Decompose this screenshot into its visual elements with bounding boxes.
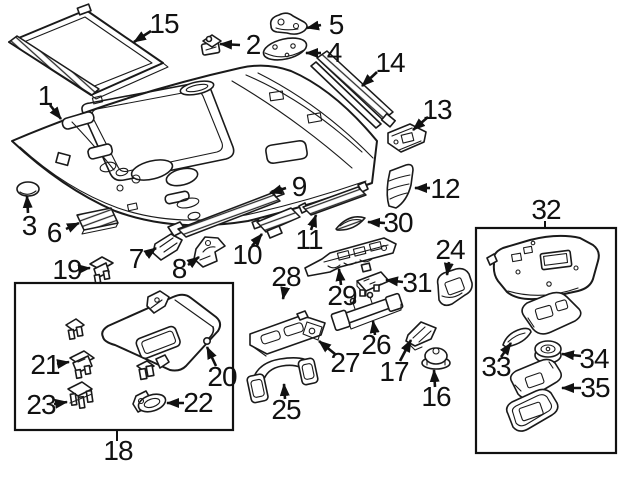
callout-35[interactable]: 35 (580, 372, 610, 403)
part-bracket-13 (387, 123, 427, 153)
callout-24[interactable]: 24 (435, 234, 465, 265)
part-strip-30 (335, 216, 366, 231)
part-rail-11 (298, 181, 369, 216)
callout-5[interactable]: 5 (328, 9, 345, 40)
part-bracket-24 (436, 267, 473, 307)
part-knob-34 (534, 340, 562, 364)
callout-28[interactable]: 28 (271, 261, 301, 292)
part-clip-22 (132, 390, 167, 413)
callout-25[interactable]: 25 (271, 394, 301, 425)
part-clip-19 (89, 256, 114, 285)
part-block-31 (356, 271, 390, 297)
callout-29[interactable]: 29 (327, 280, 357, 311)
part-clip-23 (67, 381, 94, 410)
callout-2[interactable]: 2 (245, 29, 262, 60)
part-headliner (11, 64, 378, 227)
callout-6[interactable]: 6 (46, 217, 63, 248)
callout-22[interactable]: 22 (183, 387, 213, 418)
callout-16[interactable]: 16 (421, 381, 451, 412)
callout-17[interactable]: 17 (379, 356, 409, 387)
callout-14[interactable]: 14 (375, 47, 405, 78)
callout-7[interactable]: 7 (128, 243, 145, 274)
part-bracket-5 (269, 12, 308, 35)
callout-3[interactable]: 3 (21, 210, 38, 241)
part-clip-8 (193, 236, 226, 268)
callout-31[interactable]: 31 (402, 267, 432, 298)
part-sun-visor (101, 290, 222, 372)
part-grab-handle-25 (246, 357, 319, 404)
part-clip-17 (405, 321, 437, 351)
part-plate-6 (76, 207, 119, 235)
callout-8[interactable]: 8 (171, 253, 188, 284)
part-visor-clip-b (136, 360, 155, 381)
part-plate-27 (249, 310, 326, 357)
callout-26[interactable]: 26 (361, 329, 391, 360)
part-console-bezel (521, 291, 582, 335)
callout-30[interactable]: 30 (383, 207, 413, 238)
callout-10[interactable]: 10 (232, 239, 262, 270)
part-lamp-lens (505, 388, 559, 432)
part-rail-14 (310, 50, 396, 129)
part-bracket-29 (304, 237, 397, 277)
callout-13[interactable]: 13 (422, 94, 452, 125)
callout-21[interactable]: 21 (30, 349, 60, 380)
callout-34[interactable]: 34 (579, 343, 609, 374)
part-plate-4 (262, 37, 308, 61)
part-grommet-16 (421, 347, 451, 370)
callout-arrows (22, 20, 582, 441)
callout-32[interactable]: 32 (531, 194, 561, 225)
callout-9[interactable]: 9 (291, 171, 308, 202)
callout-19[interactable]: 19 (52, 254, 82, 285)
callout-12[interactable]: 12 (430, 173, 460, 204)
part-sunroof-shade (8, 3, 169, 100)
group-box-18 (13, 281, 235, 432)
part-rail-26 (330, 291, 404, 332)
callout-27[interactable]: 27 (330, 347, 360, 378)
part-grommet-3 (16, 181, 40, 197)
callout-4[interactable]: 4 (326, 37, 343, 68)
part-trim-12 (386, 163, 414, 209)
callout-20[interactable]: 20 (207, 361, 237, 392)
part-visor-clip-a (65, 318, 85, 341)
callout-18[interactable]: 18 (103, 435, 133, 466)
callout-15[interactable]: 15 (149, 8, 179, 39)
callout-1[interactable]: 1 (37, 80, 54, 111)
part-clip-21 (69, 350, 95, 380)
callout-11[interactable]: 11 (295, 224, 323, 255)
group-box-32 (474, 226, 618, 455)
callout-33[interactable]: 33 (481, 351, 511, 382)
part-clip-2 (200, 34, 222, 56)
callout-23[interactable]: 23 (26, 389, 56, 420)
part-bracket-10 (251, 207, 301, 239)
part-overhead-console (486, 234, 600, 301)
